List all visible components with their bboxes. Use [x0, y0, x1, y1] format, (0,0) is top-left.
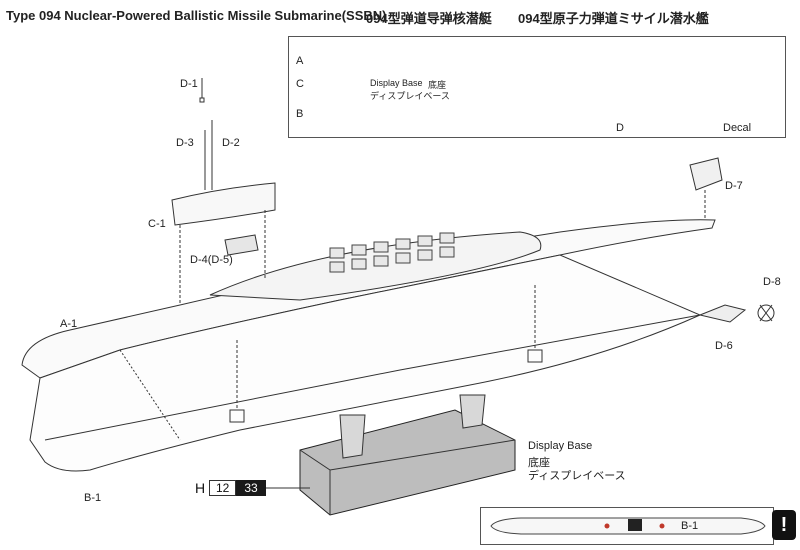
callout-b1-bottom: B-1	[681, 520, 699, 532]
warning-icon: !	[772, 510, 796, 540]
paint-code-letter: H	[195, 480, 206, 496]
bottom-note-box: B-1	[480, 507, 774, 545]
title-english: Type 094 Nuclear-Powered Ballistic Missi…	[6, 8, 387, 23]
callout-c1: C-1	[148, 218, 166, 230]
display-base-label-zh: 底座	[528, 457, 550, 469]
parts-label-c: C	[296, 78, 304, 90]
callout-d7: D-7	[725, 180, 743, 192]
hull-lower-b1	[29, 254, 702, 472]
title-japanese: 094型原子力弾道ミサイル潜水艦	[518, 11, 709, 26]
paint-code-dark: 33	[236, 480, 266, 496]
callout-d8: D-8	[763, 276, 781, 288]
callout-b1: B-1	[84, 492, 102, 504]
parts-display-base-ja: ディスプレイベース	[370, 91, 450, 101]
display-base-label-ja: ディスプレイベース	[528, 470, 626, 482]
part-d7	[689, 157, 723, 191]
callout-d2: D-2	[222, 137, 240, 149]
callout-a1: A-1	[60, 318, 78, 330]
callout-d3: D-3	[176, 137, 194, 149]
bottom-hull-sketch	[490, 517, 766, 535]
callout-d1: D-1	[180, 78, 198, 90]
title-chinese: 094型弹道导弹核潜艇	[366, 11, 492, 26]
parts-reference-box	[288, 36, 786, 138]
parts-label-b: B	[296, 108, 304, 120]
paint-code: H 12 33	[195, 480, 266, 496]
parts-display-base-en: Display Base	[370, 78, 423, 88]
parts-label-a: A	[296, 55, 304, 67]
callout-d4: D-4(D-5)	[190, 254, 233, 266]
parts-display-base-zh: 底座	[428, 80, 447, 90]
display-base	[299, 409, 516, 516]
parts-label-d: D	[616, 122, 624, 134]
parts-label-decal: Decal	[723, 122, 752, 134]
header-banner: Type 094 Nuclear-Powered Ballistic Missi…	[0, 0, 800, 32]
display-base-label-en: Display Base	[528, 440, 593, 452]
sail-c1	[171, 182, 276, 226]
callout-d6: D-6	[715, 340, 733, 352]
paint-code-light: 12	[209, 480, 237, 496]
